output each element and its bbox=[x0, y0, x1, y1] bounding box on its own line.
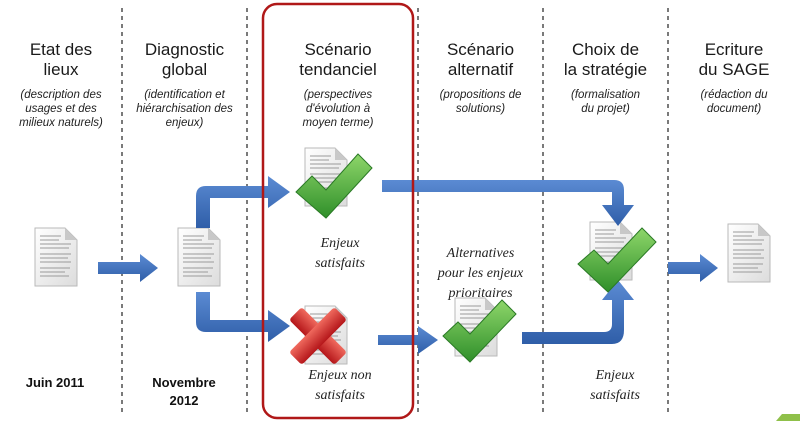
arrow-icon-to-strategie bbox=[522, 280, 634, 344]
column-title-strategie: Choix de la stratégie bbox=[563, 40, 648, 79]
document-icon-sage bbox=[727, 223, 771, 283]
date-novembre-2012: Novembre 2012 bbox=[152, 375, 216, 408]
column-title-diagnostic: Diagnostic global bbox=[144, 40, 225, 79]
column-subtitle-tendanciel: (perspectives d'évolution à moyen terme) bbox=[302, 89, 374, 129]
column-dividers bbox=[121, 8, 669, 415]
arrow-icon-to-alternatif bbox=[378, 326, 438, 354]
date-juin-2011: Juin 2011 bbox=[25, 375, 85, 390]
arrow-icon-1 bbox=[98, 254, 158, 282]
document-icon-etat bbox=[34, 227, 78, 287]
flow-arrows bbox=[98, 176, 718, 354]
arrow-icon-up-branch bbox=[196, 176, 290, 228]
check-icon-strategie bbox=[577, 227, 657, 293]
highlight-box bbox=[261, 2, 415, 420]
column-title-sage: Ecriture du SAGE bbox=[698, 40, 770, 79]
arrow-icon-down-branch bbox=[196, 292, 290, 342]
column-subtitle-etat: (description des usages et des milieux n… bbox=[19, 89, 103, 129]
document-icon-diagnostic bbox=[177, 227, 221, 287]
column-title-etat: Etat des lieux bbox=[29, 40, 93, 79]
check-icon-alternatif bbox=[442, 299, 517, 363]
corner-decoration bbox=[776, 414, 800, 421]
column-title-alternatif: Scénario alternatif bbox=[446, 40, 515, 79]
arrow-icon-to-sage bbox=[668, 254, 718, 282]
column-subtitle-alternatif: (propositions de solutions) bbox=[439, 89, 522, 115]
cross-icon bbox=[290, 308, 346, 364]
column-subtitle-sage: (rédaction du document) bbox=[700, 89, 768, 115]
column-title-tendanciel: Scénario tendanciel bbox=[299, 40, 377, 79]
label-alternatives: Alternatives pour les enjeux prioritaire… bbox=[437, 246, 524, 301]
arrow-icon-top-long bbox=[382, 180, 634, 226]
column-subtitle-diagnostic: (identification et hiérarchisation des e… bbox=[136, 89, 233, 129]
column-subtitle-strategie: (formalisation du projet) bbox=[570, 89, 641, 115]
check-icon-top bbox=[295, 153, 373, 219]
label-enjeux-non-satisfaits: Enjeux non satisfaits bbox=[308, 368, 372, 403]
label-enjeux-satisfaits-bottom: Enjeux satisfaits bbox=[590, 368, 640, 403]
label-enjeux-satisfaits-top: Enjeux satisfaits bbox=[315, 236, 365, 271]
